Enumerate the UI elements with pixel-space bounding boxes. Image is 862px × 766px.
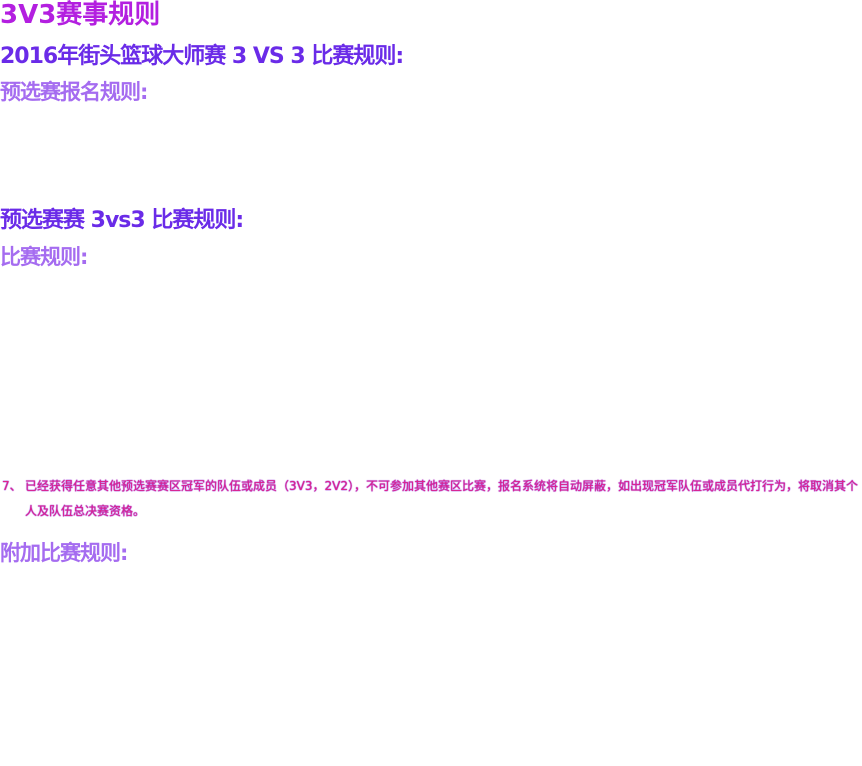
prelim-match-heading: 预选赛赛 3vs3 比赛规则: [0, 208, 244, 233]
match-rules-heading: 比赛规则: [0, 245, 88, 269]
page-title: 3V3赛事规则 [0, 0, 161, 30]
rule-number: 7、 [2, 479, 22, 493]
rule-text: 已经获得任意其他预选赛赛区冠军的队伍或成员（3V3，2V2），不可参加其他赛区比… [25, 479, 858, 518]
rules-main-heading: 2016年街头篮球大师赛 3 VS 3 比赛规则: [0, 44, 404, 69]
extra-rules-heading: 附加比赛规则: [0, 541, 128, 565]
prelim-registration-heading: 预选赛报名规则: [0, 80, 148, 104]
